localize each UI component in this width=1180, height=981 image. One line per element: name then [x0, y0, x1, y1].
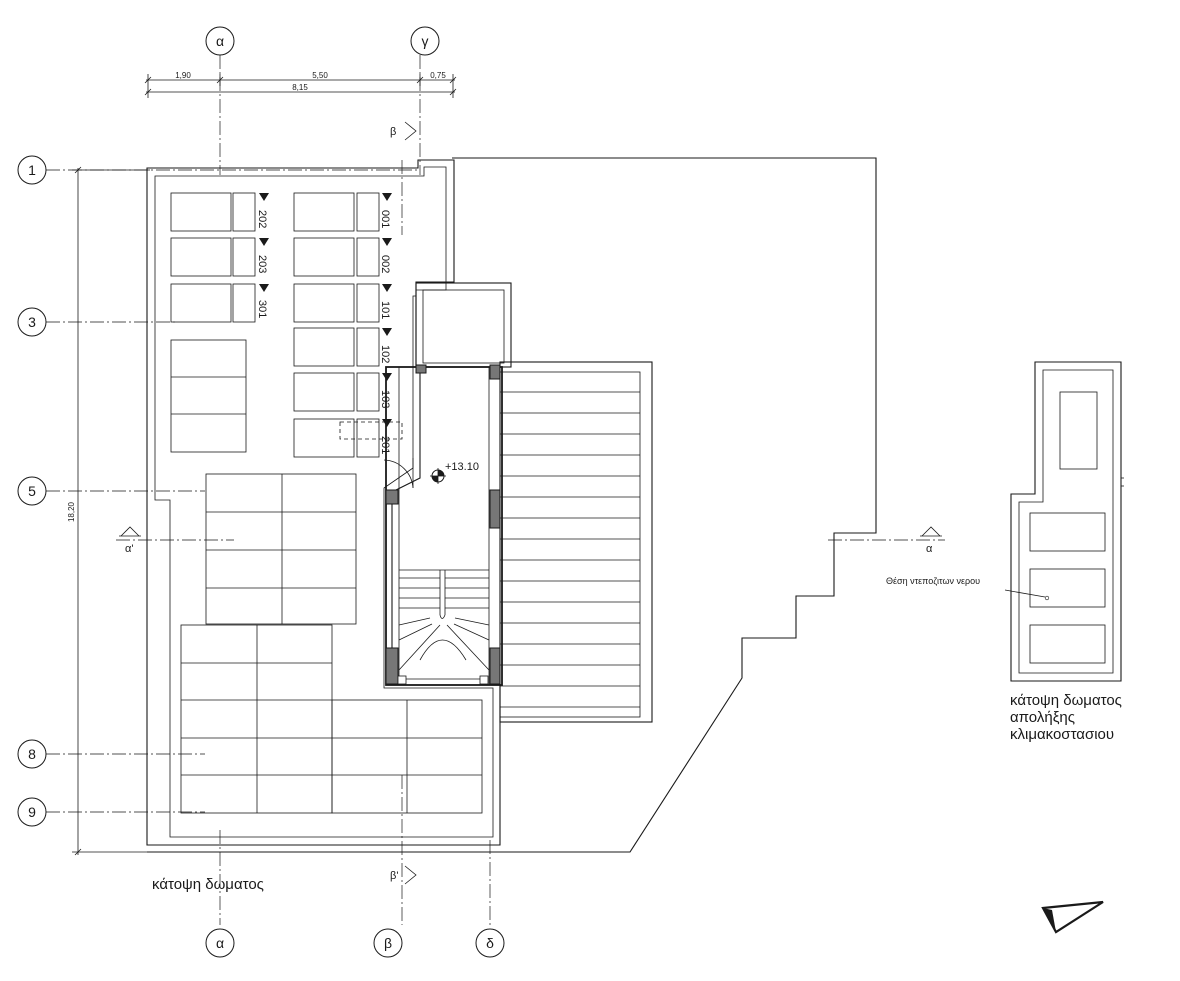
stair-roof-caption-line3: κλιμακοστασιου — [1010, 726, 1114, 743]
axis-label-8: 8 — [28, 746, 36, 762]
water-tank-note: Θέση ντεποζιτων νερου — [886, 576, 980, 586]
axis-label-alpha-bottom: α — [216, 935, 224, 951]
dim-1-90: 1,90 — [175, 71, 191, 80]
stairwell — [383, 364, 503, 686]
water-tanks-left: 202 203 301 — [170, 192, 269, 323]
solar-panel-array — [499, 361, 653, 723]
axis-label-alpha-top: α — [216, 33, 224, 49]
level-marker: +13.10 — [430, 461, 479, 484]
north-arrow-icon — [1041, 900, 1104, 934]
tank-label-002: 002 — [379, 255, 391, 273]
tank-label-202: 202 — [256, 210, 268, 228]
dim-8-15: 8,15 — [292, 83, 308, 92]
axis-bubble-beta-bottom: β — [373, 928, 403, 958]
axis-bubble-gamma-top: γ — [410, 26, 440, 56]
section-label-alpha-prime: α' — [125, 543, 133, 555]
axis-bubble-alpha-top: α — [205, 26, 235, 56]
dim-18-20: 18,20 — [67, 501, 76, 522]
section-marker-alpha-right: α — [828, 526, 945, 555]
tank-label-203: 203 — [256, 255, 268, 273]
grid-axes — [46, 55, 491, 925]
axis-bubble-8: 8 — [17, 739, 47, 769]
axis-bubble-1: 1 — [17, 155, 47, 185]
upper-room — [415, 282, 512, 368]
axis-label-9: 9 — [28, 804, 36, 820]
axis-label-gamma-top: γ — [422, 33, 429, 49]
section-label-beta-prime: β' — [390, 870, 398, 882]
axis-label-beta-bottom: β — [384, 935, 392, 951]
tank-label-101: 101 — [379, 301, 391, 319]
dimension-chain-top: 1,90 5,50 0,75 8,15 — [144, 71, 457, 98]
roof-plan-caption: κάτοψη δωματος — [152, 876, 264, 893]
section-label-beta-top: β — [390, 126, 396, 138]
panel-block-lower — [180, 624, 483, 814]
stair-roof-caption-line2: απολήξης — [1010, 709, 1075, 726]
dim-0-75: 0,75 — [430, 71, 446, 80]
tank-label-301: 301 — [256, 300, 268, 318]
level-label: +13.10 — [445, 461, 479, 473]
tank-label-001: 001 — [379, 210, 391, 228]
axis-label-5: 5 — [28, 483, 36, 499]
tank-label-102: 102 — [379, 345, 391, 363]
tank-label-103: 103 — [379, 390, 391, 408]
axis-bubble-alpha-bottom: α — [205, 928, 235, 958]
dim-5-50: 5,50 — [312, 71, 328, 80]
stair-roof-caption-line1: κάτοψη δωματος — [1010, 692, 1122, 709]
axis-label-3: 3 — [28, 314, 36, 330]
water-tanks-right: 001 002 101 102 103 201 — [293, 192, 403, 458]
axis-bubble-9: 9 — [17, 797, 47, 827]
stair-roof-plan: Θέση ντεποζιτων νερου — [886, 361, 1124, 682]
section-marker-beta-bottom: β' — [390, 865, 417, 885]
solar-collector-stack — [170, 339, 247, 453]
axis-label-1: 1 — [28, 162, 36, 178]
section-marker-beta-top: β — [390, 121, 417, 141]
axis-bubble-delta-bottom: δ — [475, 928, 505, 958]
axis-label-delta-bottom: δ — [486, 935, 494, 951]
panel-block-middle — [205, 473, 357, 625]
tank-label-201: 201 — [379, 436, 391, 454]
section-label-alpha: α — [926, 543, 933, 555]
site-boundary — [147, 157, 877, 853]
roof-parapet — [146, 159, 501, 846]
section-marker-alpha-left: α' — [116, 526, 234, 555]
axis-bubble-5: 5 — [17, 476, 47, 506]
dimension-vertical: 18,20 — [67, 166, 150, 856]
axis-bubble-3: 3 — [17, 307, 47, 337]
